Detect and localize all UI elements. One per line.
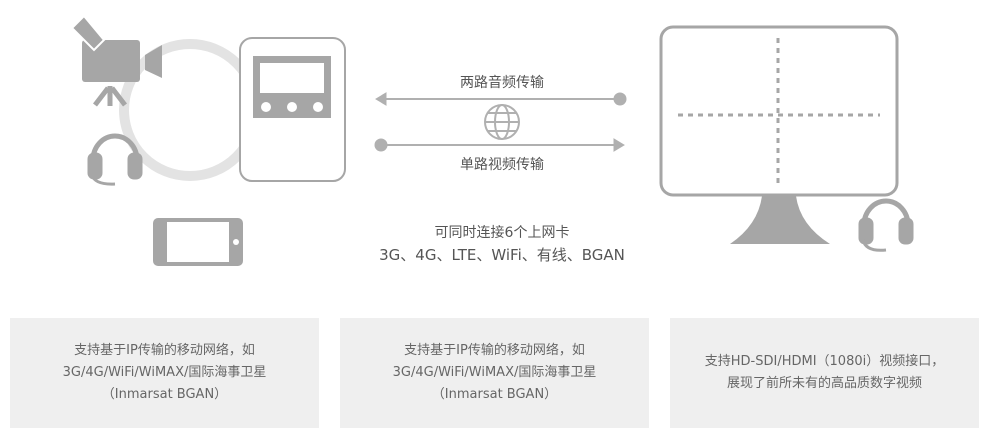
feature-text: 支持HD-SDI/HDMI（1080i）视频接口， — [704, 354, 945, 369]
feature-text: 支持基于IP传输的移动网络，如 — [404, 343, 585, 358]
connection-ring — [119, 39, 261, 181]
network-types-label: 3G、4G、LTE、WiFi、有线、BGAN — [379, 246, 625, 264]
feature-text: （Inmarsat BGAN） — [431, 387, 558, 402]
feature-text: 支持基于IP传输的移动网络，如 — [74, 343, 255, 358]
video-camera-icon — [70, 14, 162, 107]
feature-panel-1: 支持基于IP传输的移动网络，如 3G/4G/WiFi/WiMAX/国际海事卫星 （I… — [10, 318, 319, 428]
feature-text: 展现了前所未有的高品质数字视频 — [726, 376, 922, 391]
encoder-device-icon — [239, 37, 346, 182]
feature-panel-3: 支持HD-SDI/HDMI（1080i）视频接口， 展现了前所未有的高品质数字视频 — [670, 318, 979, 428]
smartphone-icon — [153, 218, 243, 266]
feature-panel-2: 支持基于IP传输的移动网络，如 3G/4G/WiFi/WiMAX/国际海事卫星 （I… — [340, 318, 649, 428]
globe-icon — [484, 104, 520, 140]
network-cards-label: 可同时连接6个上网卡 — [434, 225, 570, 241]
headset-icon — [87, 133, 143, 186]
diagram-graphics — [70, 14, 915, 266]
video-transmission-label: 单路视频传输 — [460, 157, 544, 173]
audio-transmission-label: 两路音频传输 — [460, 75, 544, 91]
audio-arrow — [375, 92, 627, 106]
feature-text: 3G/4G/WiFi/WiMAX/国际海事卫星 — [392, 365, 597, 380]
feature-text: 3G/4G/WiFi/WiMAX/国际海事卫星 — [62, 365, 267, 380]
monitor-icon — [659, 25, 899, 244]
video-arrow — [374, 138, 625, 152]
headset-icon-right — [855, 198, 915, 252]
feature-text: （Inmarsat BGAN） — [101, 387, 228, 402]
